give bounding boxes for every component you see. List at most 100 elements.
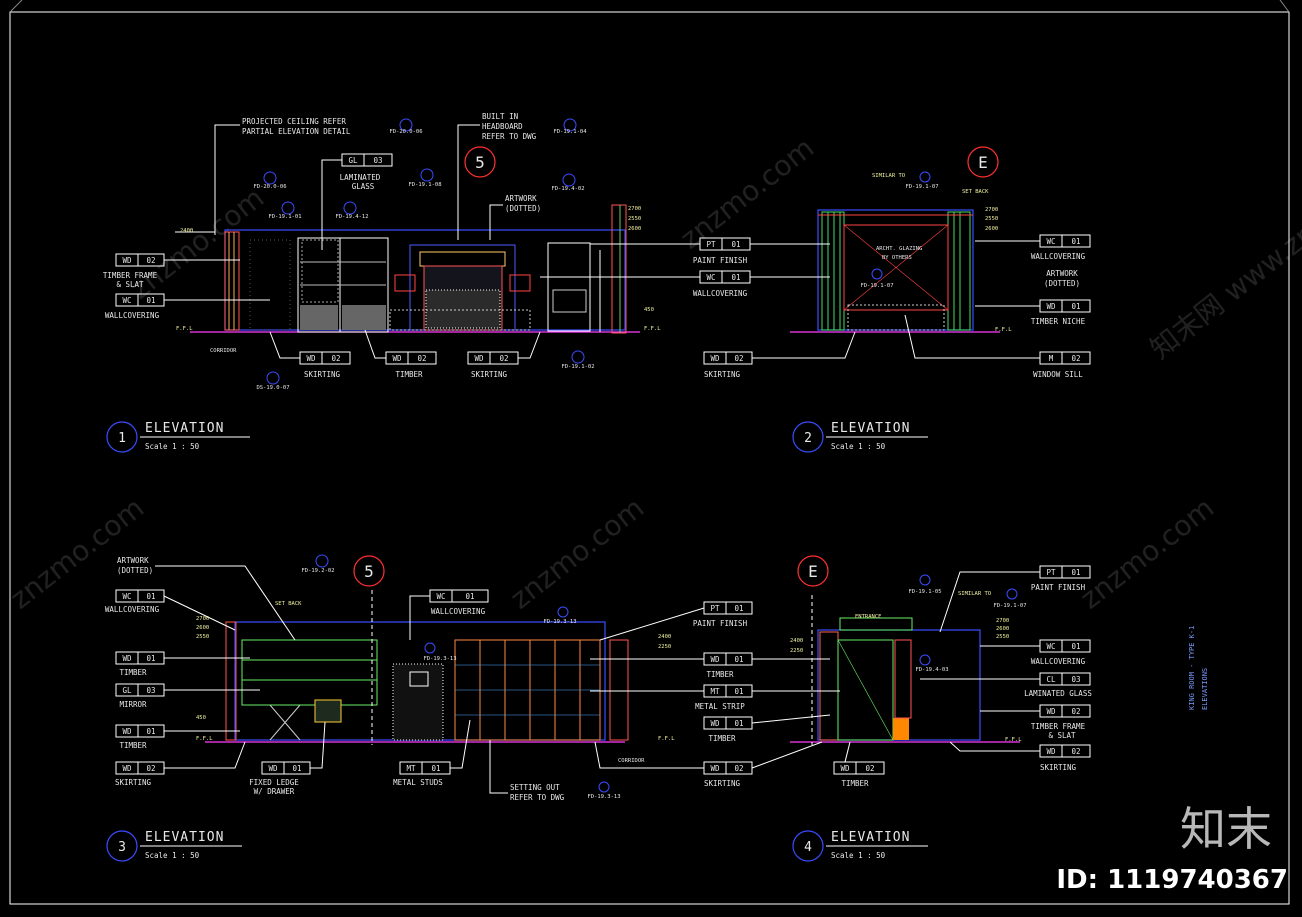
svg-text:01: 01 xyxy=(734,604,743,613)
svg-text:SKIRTING: SKIRTING xyxy=(471,370,508,379)
svg-text:03: 03 xyxy=(373,156,382,165)
svg-text:(DOTTED): (DOTTED) xyxy=(505,204,541,213)
svg-text:SETTING OUT: SETTING OUT xyxy=(510,783,560,792)
svg-text:WD: WD xyxy=(710,764,720,773)
svg-text:2550: 2550 xyxy=(996,634,1009,640)
svg-text:FD-19.1-02: FD-19.1-02 xyxy=(561,364,594,370)
svg-text:SKIRTING: SKIRTING xyxy=(304,370,341,379)
svg-text:(DOTTED): (DOTTED) xyxy=(117,566,153,575)
svg-text:WINDOW SILL: WINDOW SILL xyxy=(1033,370,1083,379)
svg-text:4: 4 xyxy=(804,840,812,855)
svg-text:Scale 1 : 50: Scale 1 : 50 xyxy=(831,851,886,860)
watermark-text: znzmo.com xyxy=(124,181,270,305)
svg-text:01: 01 xyxy=(734,655,743,664)
callout-note: ARTWORK (DOTTED) xyxy=(117,556,296,641)
watermark-text: znzmo.com xyxy=(504,491,650,615)
corner-mark xyxy=(1279,0,1290,13)
svg-text:SIMILAR TO: SIMILAR TO xyxy=(872,173,905,179)
level-marker: 2400 2250 2700 2600 2550 F.F.L xyxy=(790,618,1022,743)
grid-marker-label: E xyxy=(978,153,988,172)
svg-text:TIMBER: TIMBER xyxy=(841,779,869,788)
elevation-title-2: 2 ELEVATION Scale 1 : 50 xyxy=(792,421,928,453)
svg-text:REFER TO DWG: REFER TO DWG xyxy=(510,793,565,802)
svg-text:CORRIDOR: CORRIDOR xyxy=(210,348,237,354)
svg-text:F.F.L: F.F.L xyxy=(995,327,1012,333)
svg-text:2400: 2400 xyxy=(658,634,671,640)
level-marker: 2700 2600 2550 450 F.F.L 2400 2250 F.F.L xyxy=(196,616,675,742)
material-tag: M 02 WINDOW SILL xyxy=(904,314,1091,379)
svg-text:2700: 2700 xyxy=(196,616,209,622)
svg-text:02: 02 xyxy=(734,764,743,773)
svg-text:(DOTTED): (DOTTED) xyxy=(1044,279,1080,288)
svg-text:M: M xyxy=(1049,354,1054,363)
svg-text:FD-20.0-06: FD-20.0-06 xyxy=(253,184,286,190)
svg-text:WD: WD xyxy=(306,354,316,363)
svg-text:PARTIAL ELEVATION DETAIL: PARTIAL ELEVATION DETAIL xyxy=(242,127,351,136)
svg-text:03: 03 xyxy=(1071,675,1080,684)
detail-callout: FD-19.1-02 xyxy=(561,350,595,370)
svg-text:LAMINATED: LAMINATED xyxy=(340,173,381,182)
svg-text:02: 02 xyxy=(1071,707,1080,716)
svg-text:PT: PT xyxy=(1046,568,1056,577)
svg-text:WALLCOVERING: WALLCOVERING xyxy=(105,605,160,614)
svg-text:SKIRTING: SKIRTING xyxy=(704,779,741,788)
watermark-layer: znzmo.com znzmo.com znzmo.com znzmo.com … xyxy=(4,131,1302,615)
brand-logo: 知末 xyxy=(1180,802,1272,856)
svg-text:BY OTHERS: BY OTHERS xyxy=(882,255,912,261)
svg-text:WD: WD xyxy=(710,719,720,728)
svg-text:TIMBER: TIMBER xyxy=(395,370,423,379)
grid-marker: 5 xyxy=(464,146,496,178)
svg-text:Scale 1 : 50: Scale 1 : 50 xyxy=(145,442,200,451)
svg-text:2550: 2550 xyxy=(628,216,641,222)
svg-text:TIMBER NICHE: TIMBER NICHE xyxy=(1031,317,1086,326)
svg-text:02: 02 xyxy=(1071,354,1080,363)
svg-text:F.F.L: F.F.L xyxy=(176,326,193,332)
detail-callout: FD-19.4-12 xyxy=(335,201,369,220)
svg-text:2600: 2600 xyxy=(628,226,641,232)
svg-text:FD-19.1-07: FD-19.1-07 xyxy=(860,283,893,289)
detail-callout: FD-19.1-04 xyxy=(553,118,587,135)
watermark-text: 知末网 www.znzmo.com xyxy=(1144,138,1302,366)
svg-text:FD-19.1-07: FD-19.1-07 xyxy=(905,184,938,190)
svg-text:2700: 2700 xyxy=(628,206,641,212)
svg-text:WD: WD xyxy=(392,354,402,363)
svg-text:01: 01 xyxy=(146,727,155,736)
svg-text:MT: MT xyxy=(710,687,720,696)
svg-text:PROJECTED CEILING REFER: PROJECTED CEILING REFER xyxy=(242,117,346,126)
detail-callout: FD-19.4-02 xyxy=(551,173,585,192)
svg-text:ELEVATIONS: ELEVATIONS xyxy=(1201,668,1209,710)
svg-text:TIMBER FRAME: TIMBER FRAME xyxy=(1031,722,1086,731)
svg-text:WD: WD xyxy=(268,764,278,773)
svg-text:2250: 2250 xyxy=(658,644,671,650)
svg-text:Scale 1 : 50: Scale 1 : 50 xyxy=(145,851,200,860)
svg-text:FD-19.1-07: FD-19.1-07 xyxy=(993,603,1026,609)
svg-text:01: 01 xyxy=(1071,642,1080,651)
detail-callout: FD-19.2-02 SET BACK FD-19.3-13 FD-19.3-1… xyxy=(275,554,645,800)
svg-text:WD: WD xyxy=(122,654,132,663)
svg-text:CORRIDOR: CORRIDOR xyxy=(618,758,645,764)
svg-text:TIMBER: TIMBER xyxy=(706,670,734,679)
svg-text:2400: 2400 xyxy=(790,638,803,644)
svg-text:FD-20.0-06: FD-20.0-06 xyxy=(389,129,422,135)
svg-text:ARTWORK: ARTWORK xyxy=(117,556,149,565)
detail-callout: FD-19.1-05 SIMILAR TO FD-19.1-07 FD-19.4… xyxy=(855,574,1027,673)
image-id-label: ID: 1119740367 xyxy=(1056,865,1288,895)
svg-text:WD: WD xyxy=(710,354,720,363)
svg-text:01: 01 xyxy=(292,764,301,773)
svg-text:02: 02 xyxy=(1071,747,1080,756)
svg-text:F.F.L: F.F.L xyxy=(1005,737,1022,743)
svg-text:METAL STRIP: METAL STRIP xyxy=(695,702,745,711)
detail-callout: DS-19.0-07 CORRIDOR xyxy=(210,348,290,391)
